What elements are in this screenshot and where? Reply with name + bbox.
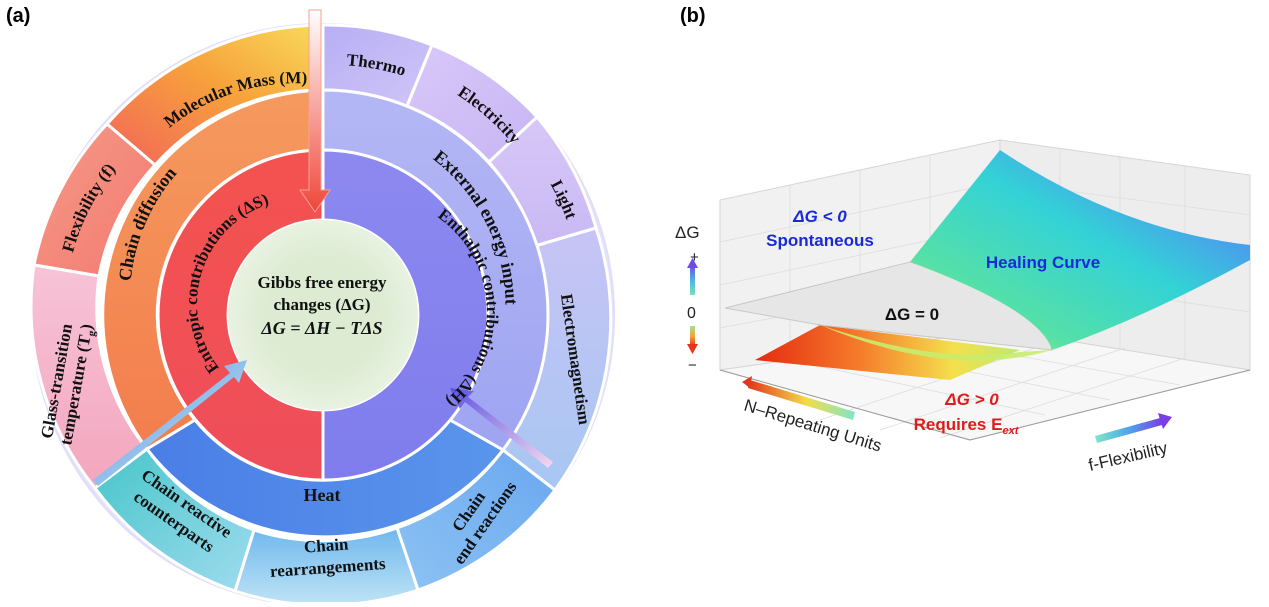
negative-dg-label: ΔG < 0 xyxy=(792,207,847,226)
healing-curve-label: Healing Curve xyxy=(986,253,1100,272)
wheel-svg: (a) Molecular Mass (M) xyxy=(6,5,615,607)
z-down-arrow-icon xyxy=(687,344,698,354)
healing-surface xyxy=(910,150,1250,350)
z-zero-label: 0 xyxy=(687,305,696,322)
center-equation: ΔG = ΔH − TΔS xyxy=(260,318,382,338)
z-plus-label: + xyxy=(690,249,699,266)
center-line2: changes (ΔG) xyxy=(273,295,370,314)
z-negative-bar xyxy=(690,326,695,346)
x-axis-bar xyxy=(748,380,855,420)
arrow-to-enthalpic xyxy=(450,388,553,468)
surface-svg: (b) xyxy=(675,5,1251,475)
center-labels: Gibbs free energy changes (ΔG) ΔG = ΔH −… xyxy=(257,273,387,338)
center-circle xyxy=(228,220,418,410)
z-axis-label: ΔG xyxy=(675,223,700,242)
z-positive-bar xyxy=(690,265,695,295)
second-ring xyxy=(101,88,550,539)
surface-negative-region xyxy=(755,325,1020,380)
panel-a-wheel-diagram: (a) Molecular Mass (M) xyxy=(6,5,615,607)
label-chain-rearrangements: Chain rearrangements xyxy=(269,534,386,581)
y-axis-bar xyxy=(1095,418,1162,443)
center-line1: Gibbs free energy xyxy=(257,273,387,292)
label-heat: Heat xyxy=(304,485,341,505)
zero-plane-label: ΔG = 0 xyxy=(885,305,939,324)
requires-energy-label: Requires Eext xyxy=(914,415,1020,437)
arrow-down-entropic xyxy=(299,9,331,213)
panel-b-label: (b) xyxy=(680,5,706,27)
positive-dg-label: ΔG > 0 xyxy=(944,390,999,409)
surface-front-edge xyxy=(820,325,1052,361)
arrows xyxy=(93,9,553,486)
segment-chain-reactive-counterparts xyxy=(92,446,256,593)
arrow-to-entropic xyxy=(93,360,247,486)
panel-a-label: (a) xyxy=(6,5,30,27)
panel-b-3d-surface: (b) xyxy=(660,0,1269,602)
z-axis: ΔG + 0 − xyxy=(675,223,700,374)
spontaneous-label: Spontaneous xyxy=(766,231,874,250)
z-up-arrow-icon xyxy=(687,258,698,268)
y-axis: f-Flexibility xyxy=(1087,413,1172,475)
svg-text:Chain: Chain xyxy=(303,534,349,556)
y-axis-label: f-Flexibility xyxy=(1087,438,1170,475)
z-minus-label: − xyxy=(688,357,697,374)
y-arrow-icon xyxy=(1158,413,1172,429)
